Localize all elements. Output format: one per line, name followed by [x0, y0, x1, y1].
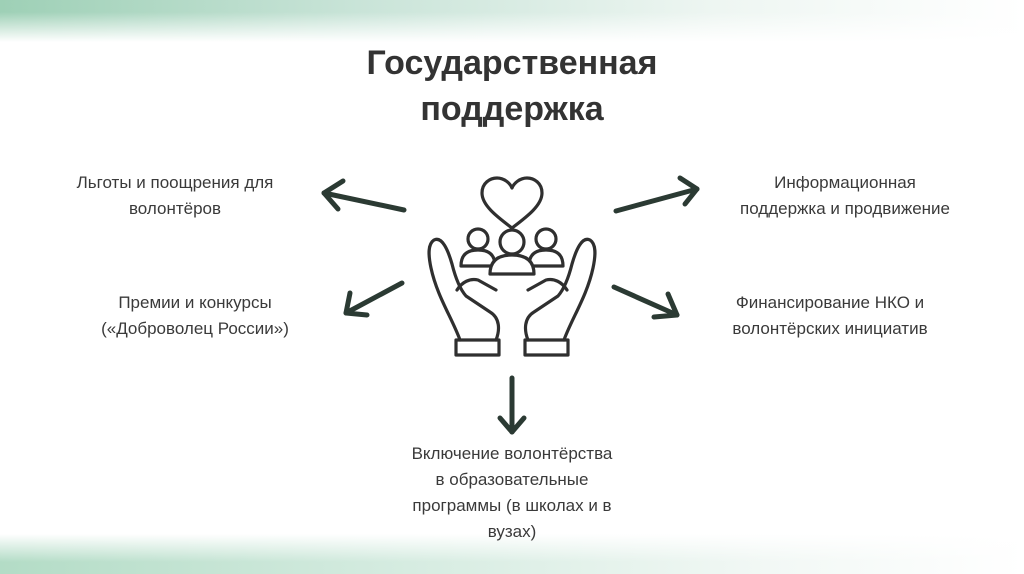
item-line: Льготы и поощрения для	[76, 173, 274, 192]
item-benefits-for-volunteers: Льготы и поощрения для волонтёров	[40, 170, 310, 222]
arrow-mid-right	[611, 284, 680, 320]
item-line: волонтёров	[128, 199, 222, 218]
arrow-top-left	[321, 178, 407, 213]
item-line: поддержка и продвижение	[740, 199, 950, 218]
title-line-1: Государственная	[366, 44, 658, 82]
bottom-decorative-band	[0, 534, 1024, 574]
item-line: Финансирование НКО и	[735, 293, 925, 312]
item-line: Включение волонтёрства	[411, 444, 613, 463]
arrow-down	[497, 375, 527, 435]
item-line: в образовательные	[435, 470, 589, 489]
item-volunteering-in-education: Включение волонтёрства в образовательные…	[372, 441, 652, 545]
title-line-2: поддержка	[420, 90, 604, 128]
item-line: («Доброволец России»)	[101, 319, 289, 338]
item-line: волонтёрских инициатив	[732, 319, 928, 338]
slide-title: Государственная поддержка	[262, 40, 762, 132]
hands-holding-people-heart-icon	[427, 176, 597, 357]
top-decorative-band	[0, 0, 1024, 42]
item-line: вузах)	[487, 522, 537, 541]
item-line: программы (в школах и в	[412, 496, 612, 515]
arrow-mid-left	[343, 280, 405, 318]
item-line: Информационная	[774, 173, 916, 192]
item-awards-and-contests: Премии и конкурсы («Доброволец России»)	[60, 290, 330, 342]
item-line: Премии и конкурсы	[118, 293, 272, 312]
item-information-support: Информационная поддержка и продвижение	[700, 170, 990, 222]
item-funding-ngo: Финансирование НКО и волонтёрских инициа…	[690, 290, 970, 342]
arrow-top-right	[613, 175, 700, 214]
